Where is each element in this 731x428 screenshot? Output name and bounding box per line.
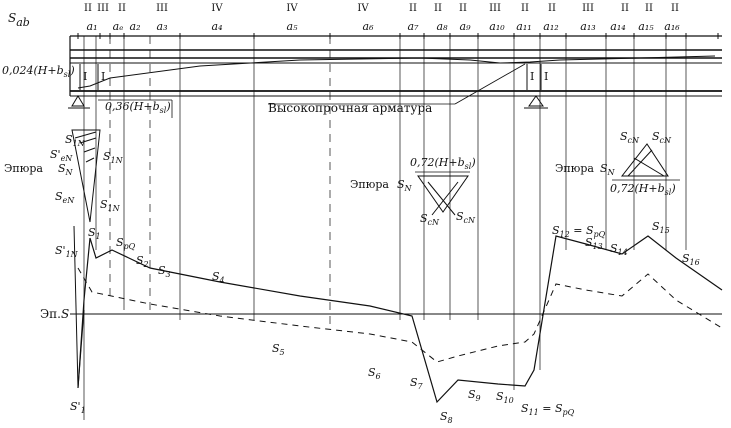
right-epure-scn-left: ScN xyxy=(620,130,640,145)
label-s1prime-bottom: S'1 xyxy=(70,400,86,415)
mid-epure-scn-left: ScN xyxy=(420,212,440,227)
point-labels: S'1N S1 SpQ S2 S3 S4 S5 S6 S7 S8 S9 S10 … xyxy=(55,220,700,425)
tendon-label: Высокопрочная арматура xyxy=(268,101,432,115)
a-label: aₑ xyxy=(113,20,124,33)
mid-epure-dim: 0,72(H+bsl) xyxy=(410,156,476,171)
right-epure-dim: 0,72(H+bsl) xyxy=(610,182,676,197)
zone-numeral: II xyxy=(521,3,529,14)
mid-epure-title: Эпюра xyxy=(350,178,389,191)
a-label: a₁₆ xyxy=(664,20,680,33)
zone-numeral: II xyxy=(84,3,92,14)
right-epure-title: Эпюра xyxy=(555,162,594,175)
left-support-icon xyxy=(71,95,85,107)
section-mark-left-a: I xyxy=(83,70,87,83)
a-label: a₁₁ xyxy=(516,20,531,33)
a-label: a₆ xyxy=(363,20,375,33)
sen-top-label: S'eN xyxy=(50,148,73,163)
a-label: a₁₅ xyxy=(638,20,654,33)
left-epure-sn: SN xyxy=(58,162,74,177)
middle-support-icon xyxy=(528,95,544,107)
offset-top-label: 0,024(H+bsl) xyxy=(2,64,75,79)
label-s4: S4 xyxy=(212,270,225,285)
label-s1prime-top: S'1N xyxy=(55,244,79,259)
label-s2: S2 xyxy=(136,254,149,269)
right-epure: ScN ScN Эпюра SN 0,72(H+bsl) xyxy=(555,130,680,197)
zone-numeral: II xyxy=(621,3,629,14)
offset-bottom-label: 0,36(H+bsl) xyxy=(105,100,171,115)
left-spike xyxy=(73,225,85,389)
label-s16: S16 xyxy=(682,252,700,267)
a-label: a₅ xyxy=(287,20,299,33)
section-mark-mid-b: I xyxy=(544,70,548,83)
s-ab-label: Sab xyxy=(8,11,30,29)
zone-numeral: II xyxy=(645,3,653,14)
zone-numeral: IV xyxy=(357,3,369,14)
zone-numeral: III xyxy=(156,3,168,14)
a-label: a₃ xyxy=(157,20,168,33)
a-label: a₄ xyxy=(212,20,223,33)
a-label: a₂ xyxy=(130,20,141,33)
section-mark-left-b: I xyxy=(101,70,105,83)
label-s5: S5 xyxy=(272,342,285,357)
a-label: a₈ xyxy=(437,20,449,33)
s1n-bottom-label: S1N xyxy=(100,198,121,213)
s1n-right-label: S1N xyxy=(103,150,124,165)
label-s3: S3 xyxy=(158,264,171,279)
a-label: a₁₂ xyxy=(543,20,558,33)
label-s14: S14 xyxy=(610,242,628,257)
section-grid-lines xyxy=(83,36,687,420)
stress-envelope-dashed xyxy=(77,267,723,363)
right-epure-scn-right: ScN xyxy=(652,130,672,145)
a-label: a₉ xyxy=(460,20,472,33)
label-spq-left: SpQ xyxy=(116,236,136,251)
label-s1: S1 xyxy=(88,226,101,241)
beam: I I I I xyxy=(68,35,722,109)
a-label: a₇ xyxy=(408,20,420,33)
zone-numeral: III xyxy=(582,3,594,14)
label-s9: S9 xyxy=(468,388,481,403)
s1n-top-label: S1N xyxy=(65,133,86,148)
zone-numeral: IV xyxy=(286,3,298,14)
label-s6: S6 xyxy=(368,366,381,381)
mid-epure-scn-right: ScN xyxy=(456,210,476,225)
a-label: a₁₀ xyxy=(489,20,505,33)
left-epure-title: Эпюра xyxy=(4,162,43,175)
section-a-labels: a₁ aₑ a₂ a₃ a₄ a₅ a₆ a₇ a₈ a₉ a₁₀ a₁₁ a₁₂ a₁₃ a₁₄ a₁₅ a₁… xyxy=(87,20,681,33)
zone-numeral: II xyxy=(118,3,126,14)
middle-epure: 0,72(H+bsl) Эпюра SN ScN ScN xyxy=(350,156,476,227)
zone-numeral: II xyxy=(671,3,679,14)
zone-numeral: II xyxy=(409,3,417,14)
mid-epure-sn: SN xyxy=(397,178,413,193)
label-s7: S7 xyxy=(410,376,424,391)
main-plot-title: Эп.S xyxy=(40,307,69,321)
zone-numeral: II xyxy=(434,3,442,14)
a-label: a₁₄ xyxy=(610,20,625,33)
zone-numeral: IV xyxy=(211,3,223,14)
stress-envelope-solid xyxy=(77,235,723,404)
left-epure: Эпюра SN S1N S'eN S1N SeN S1N xyxy=(4,129,124,223)
label-s12-spq: S12 = SpQ xyxy=(552,224,606,239)
label-s15: S15 xyxy=(652,220,670,235)
right-epure-sn: SN xyxy=(600,162,616,177)
prestressed-tendon xyxy=(77,55,716,89)
zone-numeral: II xyxy=(548,3,556,14)
a-label: a₁ xyxy=(87,20,98,33)
zone-numeral: II xyxy=(459,3,467,14)
label-s10: S10 xyxy=(496,390,514,405)
label-s8: S8 xyxy=(440,410,453,425)
a-label: a₁₃ xyxy=(580,20,595,33)
sen-bottom-label: SeN xyxy=(55,190,75,205)
zone-numeral: III xyxy=(489,3,501,14)
zone-numeral: III xyxy=(97,3,109,14)
label-s11-spq: S11 = SpQ xyxy=(521,402,575,417)
section-mark-mid-a: I xyxy=(530,70,534,83)
